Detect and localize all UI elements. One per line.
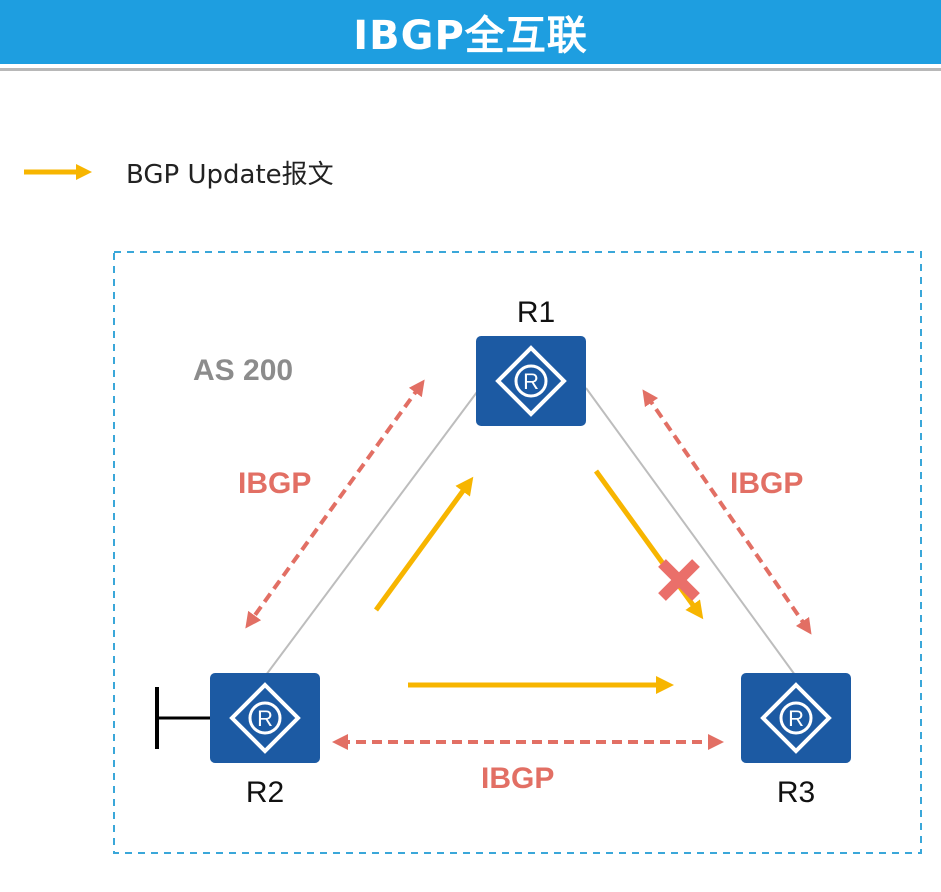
router-r2-icon <box>208 671 322 765</box>
router-r2-label: R2 <box>246 776 284 809</box>
update-arrow-icon <box>24 164 92 180</box>
as-boundary <box>113 251 922 854</box>
ibgp-label-r2-r1: IBGP <box>238 467 311 500</box>
blocked-x-icon <box>658 559 700 601</box>
router-r3-label: R3 <box>777 776 815 809</box>
router-r3-icon <box>739 671 853 765</box>
ibgp-session-r2-r1 <box>245 379 425 629</box>
link-r1-r3 <box>585 387 796 676</box>
router-r1-icon <box>474 334 588 428</box>
legend-label: BGP Update报文 <box>126 159 334 190</box>
update-arrow-r2-r1 <box>373 476 474 612</box>
title-divider <box>0 68 941 71</box>
ibgp-label-r2-r3: IBGP <box>481 762 554 795</box>
ibgp-label-r1-r3: IBGP <box>730 467 803 500</box>
stub-network-icon <box>155 687 212 749</box>
legend: BGP Update报文 <box>22 152 334 192</box>
page-title: IBGP全互联 <box>353 13 588 59</box>
title-bar: IBGP全互联 <box>0 0 941 64</box>
router-r1-label: R1 <box>517 296 555 329</box>
link-r1-r2 <box>265 391 478 676</box>
as-label: AS 200 <box>193 354 293 387</box>
